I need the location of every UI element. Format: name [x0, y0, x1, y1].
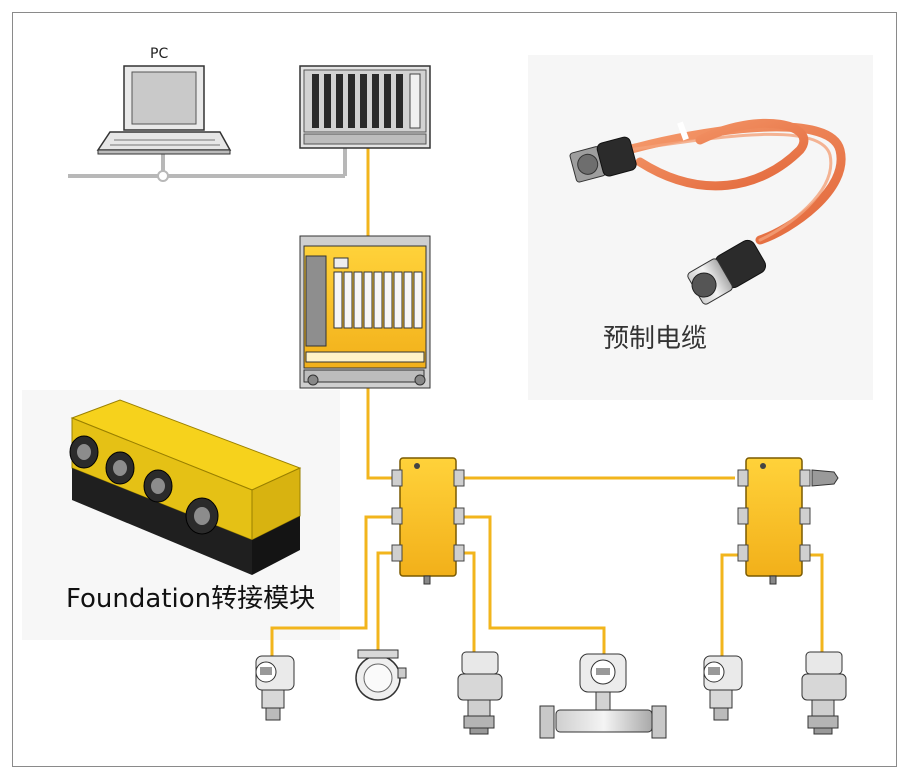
- cable-photo: [569, 118, 846, 305]
- flowmeter-icon: [539, 653, 667, 739]
- junction-box-icon: [737, 457, 839, 585]
- computer-icon: [96, 65, 232, 155]
- rack-icon: [299, 65, 431, 149]
- cable-label: 预制电缆: [603, 324, 708, 354]
- pressure-transmitter-icon: [801, 651, 847, 735]
- junction-box-icon: [391, 457, 465, 585]
- transmitter-icon: [255, 655, 295, 721]
- diagram-frame: [12, 12, 897, 767]
- pressure-transmitter-icon: [457, 651, 503, 735]
- transmitter-icon: [355, 649, 407, 701]
- fieldbus-lines: [270, 148, 824, 660]
- network-node: [157, 170, 169, 182]
- adapter-module-photo: [69, 399, 302, 575]
- cable-photo-background: [528, 55, 873, 400]
- pc-label: PC: [150, 46, 169, 62]
- module-label: Foundation转接模块: [66, 584, 316, 614]
- power-module-icon: [299, 235, 431, 389]
- transmitter-icon: [703, 655, 743, 721]
